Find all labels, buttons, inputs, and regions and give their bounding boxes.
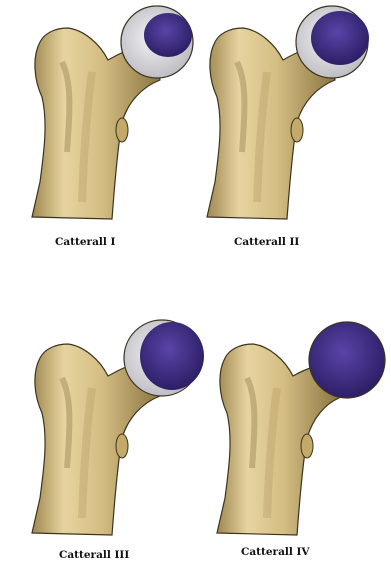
femur-illustration bbox=[22, 318, 207, 540]
femur-illustration bbox=[197, 2, 372, 224]
caption-catterall-3: Catterall III bbox=[59, 549, 129, 561]
necrosis-region bbox=[144, 13, 192, 57]
caption-catterall-1: Catterall I bbox=[55, 236, 115, 248]
necrosis-region bbox=[140, 322, 204, 390]
femur-diagram-catterall-1 bbox=[22, 2, 197, 224]
femur-diagram-catterall-2 bbox=[197, 2, 372, 224]
femur-illustration bbox=[207, 318, 387, 540]
femur-illustration bbox=[22, 2, 197, 224]
caption-catterall-4: Catterall IV bbox=[241, 546, 310, 558]
necrosis-region bbox=[311, 11, 369, 65]
necrosis-region bbox=[309, 322, 385, 398]
caption-catterall-2: Catterall II bbox=[234, 236, 299, 248]
femur-diagram-catterall-4 bbox=[207, 318, 387, 540]
femur-diagram-catterall-3 bbox=[22, 318, 207, 540]
